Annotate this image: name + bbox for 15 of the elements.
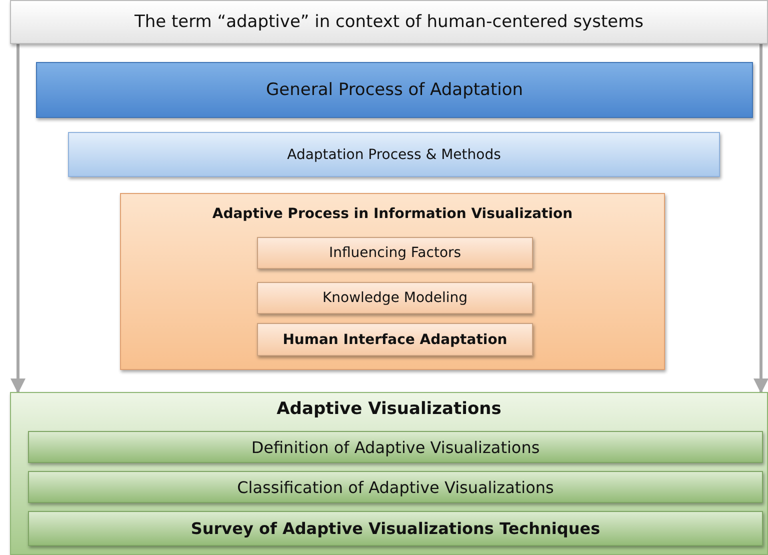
process-box: Adaptation Process & Methods [68, 132, 720, 177]
arrow [754, 44, 768, 394]
process-box: Knowledge Modeling [257, 282, 533, 314]
header-band: The term “adaptive” in context of human-centered systems [10, 0, 768, 44]
group-title: Adaptive Process in Information Visualization [211, 206, 574, 222]
process-box: Influencing Factors [257, 237, 533, 269]
process-box: Human Interface Adaptation [257, 323, 533, 356]
process-box: Survey of Adaptive Visualizations Techniques [28, 511, 763, 546]
group-box [120, 193, 665, 370]
group-box [10, 392, 768, 555]
process-box: Classification of Adaptive Visualizations [28, 471, 763, 503]
process-box: General Process of Adaptation [36, 62, 753, 118]
group-title: Adaptive Visualizations [276, 399, 502, 419]
process-box: Definition of Adaptive Visualizations [28, 431, 763, 463]
arrow [10, 44, 26, 394]
